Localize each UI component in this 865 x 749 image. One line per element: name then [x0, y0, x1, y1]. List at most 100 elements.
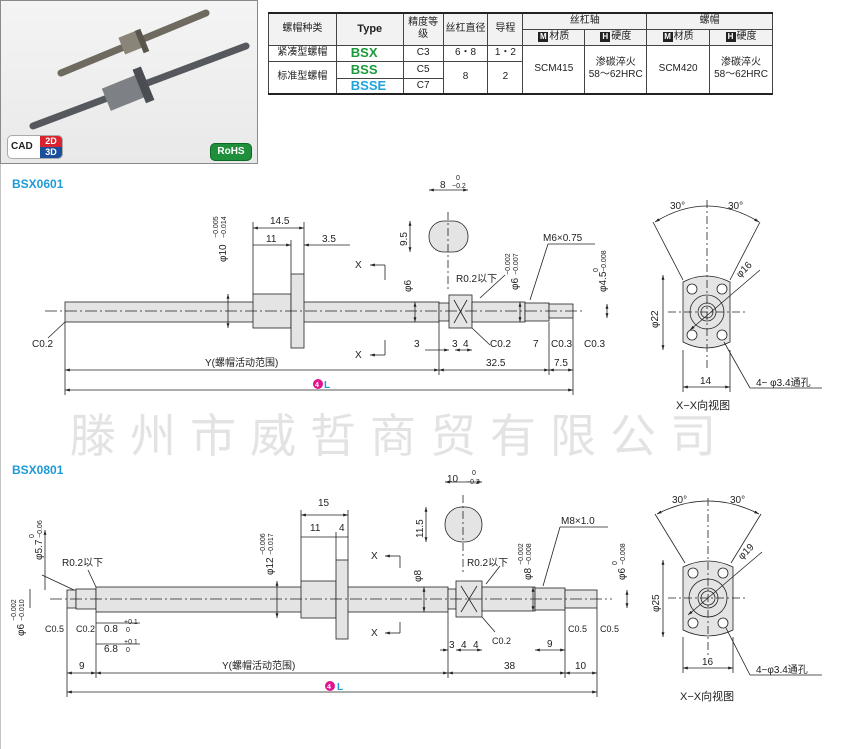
- wrench-flat-mark: [453, 299, 468, 324]
- dim-11: 11: [266, 234, 277, 245]
- tol-lower: −0.2: [466, 479, 480, 486]
- bearing-seat: [448, 294, 473, 329]
- tol-lower: 0: [126, 627, 130, 634]
- cell-type[interactable]: BSX: [335, 44, 404, 62]
- angle-30-left: 30°: [672, 495, 687, 506]
- dim-width-8: 8: [440, 180, 446, 191]
- nut-flange: [335, 559, 349, 640]
- dim-14: 14: [700, 376, 712, 387]
- journal: [471, 301, 526, 323]
- dim-7-5: 7.5: [554, 358, 568, 369]
- dim-phi25: φ25: [651, 594, 662, 612]
- nut-outer-circle: [689, 294, 725, 330]
- tol-upper: −0.002: [518, 543, 525, 565]
- header-nut-type: 螺帽种类: [268, 12, 337, 46]
- cell-type[interactable]: BSS: [335, 60, 404, 79]
- rohs-badge: RoHS: [210, 143, 252, 161]
- tol-lower: 0: [126, 647, 130, 654]
- dim-width-10: 10: [447, 474, 459, 485]
- nut-flange: [290, 273, 305, 349]
- bearing-seat: [455, 580, 483, 618]
- dim-9-right: 9: [547, 639, 553, 650]
- journal: [481, 586, 536, 612]
- section-flat-view: [428, 220, 469, 253]
- dim-phi12: φ12: [265, 557, 276, 575]
- dim-3: 3: [414, 339, 420, 350]
- material-icon: M: [538, 32, 549, 42]
- chamfer-c05-left: C0.5: [45, 624, 64, 634]
- angle-30-left: 30°: [670, 201, 685, 212]
- dim-9-5: 9.5: [399, 232, 410, 246]
- table-row: 标准型螺帽 BSS C5 8 2: [268, 60, 773, 95]
- cad-2d-label: 2D: [40, 136, 62, 147]
- cell-shaft-material: SCM415: [522, 44, 586, 95]
- cell-type[interactable]: BSSE: [335, 77, 404, 95]
- header-label: 硬度: [736, 31, 757, 42]
- note-r0-2-left: R0.2以下: [62, 558, 103, 569]
- screw-shaft: [95, 586, 449, 613]
- dim-phi19: φ19: [736, 542, 757, 563]
- view-label: X−X向视图: [676, 398, 730, 412]
- section-mark-x: X: [371, 551, 378, 562]
- dim-11-5: 11.5: [415, 519, 426, 538]
- cell-grade: C7: [402, 77, 444, 95]
- dim-14-5: 14.5: [270, 216, 290, 227]
- nut-outer-circle: [688, 578, 728, 618]
- cell-grade: C3: [402, 44, 444, 62]
- note-r0-2-right: R0.2以下: [467, 558, 508, 569]
- cell-kind: 紧凑型螺帽: [268, 44, 337, 62]
- tol-lower: −0.008: [526, 543, 533, 565]
- drawing-bsx0601: [45, 188, 822, 395]
- dim-3: 3: [449, 640, 455, 651]
- header-nut: 螺帽: [646, 12, 773, 30]
- dim-3b: 3: [452, 339, 458, 350]
- left-journal: [75, 588, 97, 610]
- flange-end-view: [682, 560, 734, 637]
- header-shaft: 丝杠轴: [522, 12, 648, 30]
- dim-l: L: [324, 380, 330, 391]
- chamfer-left: C0.2: [32, 339, 54, 350]
- dim-7: 7: [533, 339, 539, 350]
- wrench-flat-mark: [460, 585, 478, 613]
- ball-screw-product-photo: [29, 9, 250, 130]
- dim-4a: 4: [461, 640, 467, 651]
- section-mark-x: X: [355, 350, 362, 361]
- shaft-left-end: [66, 589, 77, 609]
- badge-number: 4: [327, 684, 331, 691]
- chamfer-c03a: C0.3: [551, 339, 573, 350]
- header-grade: 精度等级: [402, 12, 444, 46]
- shaft-end: [564, 589, 598, 609]
- drawing-bsx0601-labels: BSX0601 14.5 11 3.5 φ10−0.005−0.014 X X …: [12, 175, 811, 412]
- header-diameter: 丝杠直径: [442, 12, 489, 46]
- dim-4b: 4: [473, 640, 479, 651]
- tol-lower: −0.06: [37, 520, 44, 538]
- cell-diameter: 8: [442, 60, 489, 95]
- dim-phi6: φ6: [403, 280, 414, 292]
- dim-l: L: [337, 682, 343, 693]
- product-image-panel: CAD 2D 3D RoHS: [0, 0, 258, 164]
- cad-label: CAD: [11, 141, 33, 152]
- flange-end-view: [682, 275, 731, 349]
- cell-lead: 2: [487, 60, 524, 95]
- drawing-bsx0801-labels: BSX0801 15 11 4 φ12−0.006−0.017 X X φ8 1…: [11, 463, 808, 703]
- header-label: 硬度: [611, 31, 632, 42]
- tol-upper: +0.1: [124, 639, 138, 646]
- header-lead: 导程: [487, 12, 524, 46]
- dim-phi4-5: φ4.5: [598, 271, 609, 292]
- dim-phi6-end: φ6: [617, 568, 628, 580]
- cad-2d-3d-badge[interactable]: CAD 2D 3D: [7, 135, 63, 159]
- dim-phi16: φ16: [734, 260, 755, 281]
- dim-y-label: Y(螺帽活动范围): [222, 659, 295, 672]
- header-label: 材质: [673, 31, 694, 42]
- shaft-step: [438, 302, 450, 322]
- chamfer-c05b: C0.5: [600, 624, 619, 634]
- material-icon: M: [662, 32, 673, 42]
- chamfer-c03b: C0.3: [584, 339, 606, 350]
- chamfer-c02-right: C0.2: [492, 636, 511, 646]
